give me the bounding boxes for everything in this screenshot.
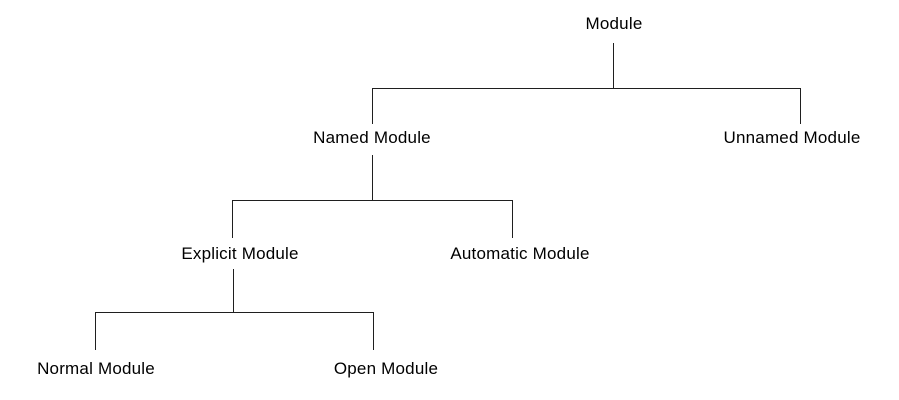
- node-open-module: Open Module: [333, 359, 439, 378]
- edge-drop-open-module: [373, 312, 374, 350]
- edge-drop-normal-module: [95, 312, 96, 350]
- edge-drop-named-module: [372, 88, 373, 124]
- node-automatic-module: Automatic Module: [450, 244, 590, 263]
- edge-module-children-bar: [372, 88, 801, 89]
- node-module: Module: [585, 14, 643, 33]
- node-unnamed-module: Unnamed Module: [723, 128, 861, 147]
- node-named-module: Named Module: [313, 128, 431, 147]
- edge-explicit-module-stem: [233, 269, 234, 312]
- edge-drop-explicit-module: [232, 200, 233, 238]
- node-explicit-module: Explicit Module: [181, 244, 299, 263]
- edge-explicit-children-bar: [95, 312, 374, 313]
- edge-module-stem: [613, 43, 614, 88]
- edge-named-module-stem: [372, 155, 373, 200]
- node-normal-module: Normal Module: [37, 359, 155, 378]
- edge-drop-automatic-module: [512, 200, 513, 238]
- edge-drop-unnamed-module: [800, 88, 801, 124]
- edge-named-children-bar: [232, 200, 513, 201]
